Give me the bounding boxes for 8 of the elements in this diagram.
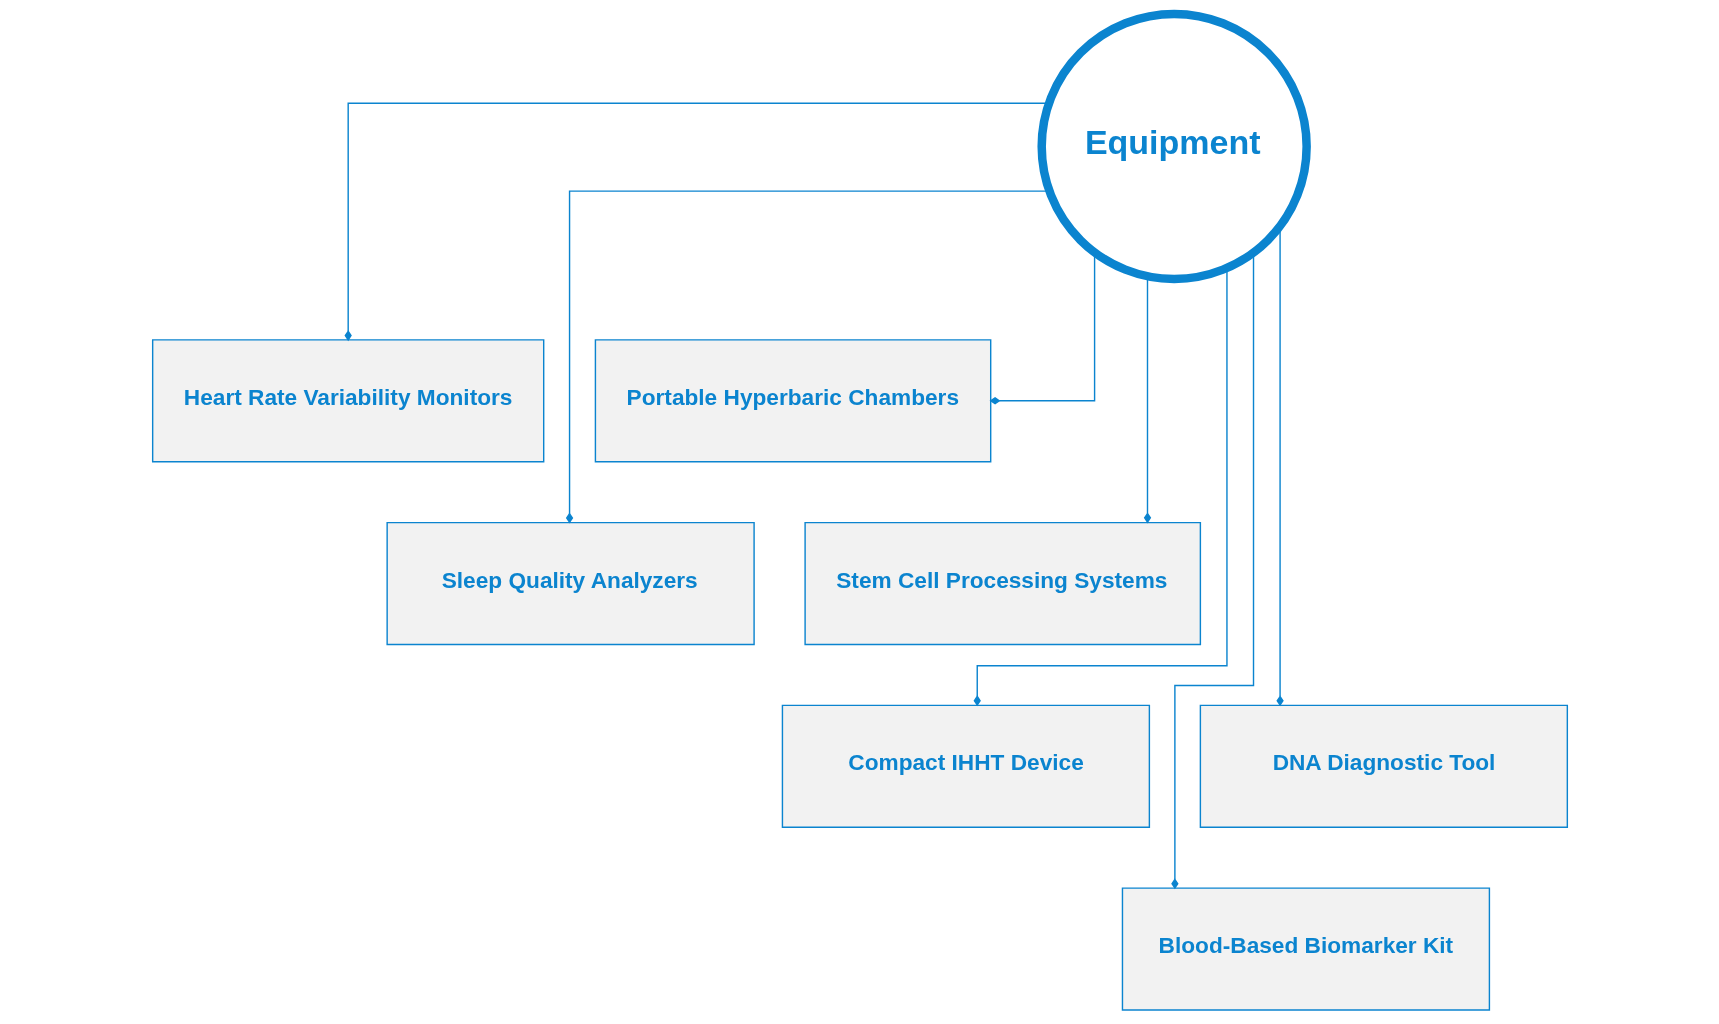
node-box: Blood-Based Biomarker Kit — [1121, 887, 1490, 1011]
node-box: Compact IHHT Device — [781, 704, 1150, 828]
node-circle: Equipment — [1036, 9, 1311, 284]
node-box: DNA Diagnostic Tool — [1199, 704, 1568, 828]
node-box: Portable Hyperbaric Chambers — [594, 339, 991, 463]
node-box: Stem Cell Processing Systems — [803, 521, 1201, 646]
node-box: Sleep Quality Analyzers — [385, 521, 755, 646]
node-box: Heart Rate Variability Monitors — [151, 339, 544, 463]
